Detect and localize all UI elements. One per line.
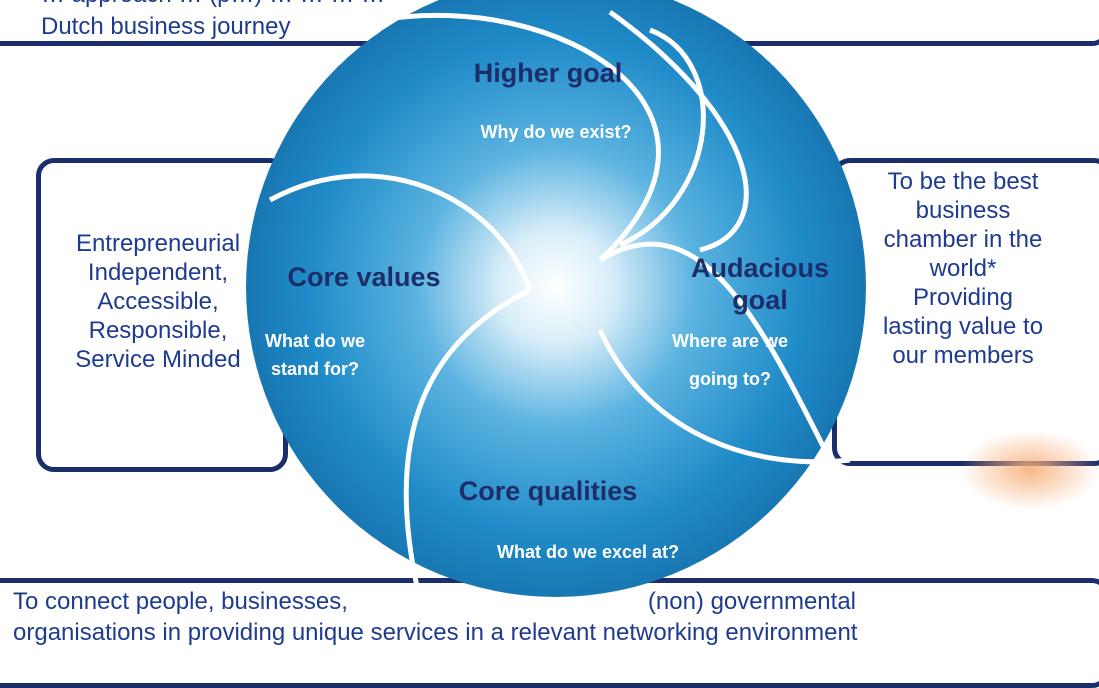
core-qualities-question: What do we excel at? bbox=[497, 542, 679, 562]
mission-line-1b: (non) governmental bbox=[647, 588, 857, 615]
core-values-question-2: stand for? bbox=[271, 359, 359, 379]
core-values-title: Core values bbox=[287, 262, 440, 292]
higher-goal-title: Higher goal bbox=[474, 58, 623, 88]
journey-clipped-line: … approach … (p…) … … … … bbox=[41, 0, 385, 9]
audacious-goal-question-2: going to? bbox=[689, 369, 771, 389]
swirl-circle bbox=[246, 0, 866, 597]
swirl-arm-top bbox=[379, 12, 661, 262]
swirl-arm-left bbox=[268, 173, 533, 291]
audacious-goal-title-1: Audacious bbox=[691, 253, 829, 283]
mission-line-2: organisations in providing unique servic… bbox=[13, 619, 858, 646]
orange-accent bbox=[960, 430, 1099, 510]
swirl-arm-bottom-right bbox=[597, 328, 851, 465]
mission-line-1a: To connect people, businesses, bbox=[13, 588, 348, 615]
audacious-goal-question-1: Where are we bbox=[672, 331, 788, 351]
higher-goal-question: Why do we exist? bbox=[480, 122, 631, 142]
core-values-box: Entrepreneurial Independent, Accessible,… bbox=[36, 158, 288, 472]
core-values-list: Entrepreneurial Independent, Accessible,… bbox=[75, 230, 241, 373]
swirl-arm-right bbox=[598, 241, 833, 462]
audacious-goal-title-2: goal bbox=[732, 285, 788, 315]
journey-text: Dutch business journey bbox=[41, 13, 291, 40]
core-values-question-1: What do we bbox=[265, 331, 365, 351]
audacious-goal-box: To be the best business chamber in the w… bbox=[832, 158, 1099, 466]
swirl-arm-top-right bbox=[608, 9, 749, 253]
mission-line-1: To connect people, businesses, (non) gove… bbox=[13, 587, 856, 616]
swirl-arm-bottom bbox=[403, 287, 532, 601]
swirl-diagram: Higher goal Why do we exist? Core values… bbox=[246, 0, 1099, 601]
swirl-arm-inner-top bbox=[618, 27, 706, 248]
core-qualities-title: Core qualities bbox=[459, 476, 638, 506]
audacious-goal-text: To be the best business chamber in the w… bbox=[882, 168, 1044, 369]
